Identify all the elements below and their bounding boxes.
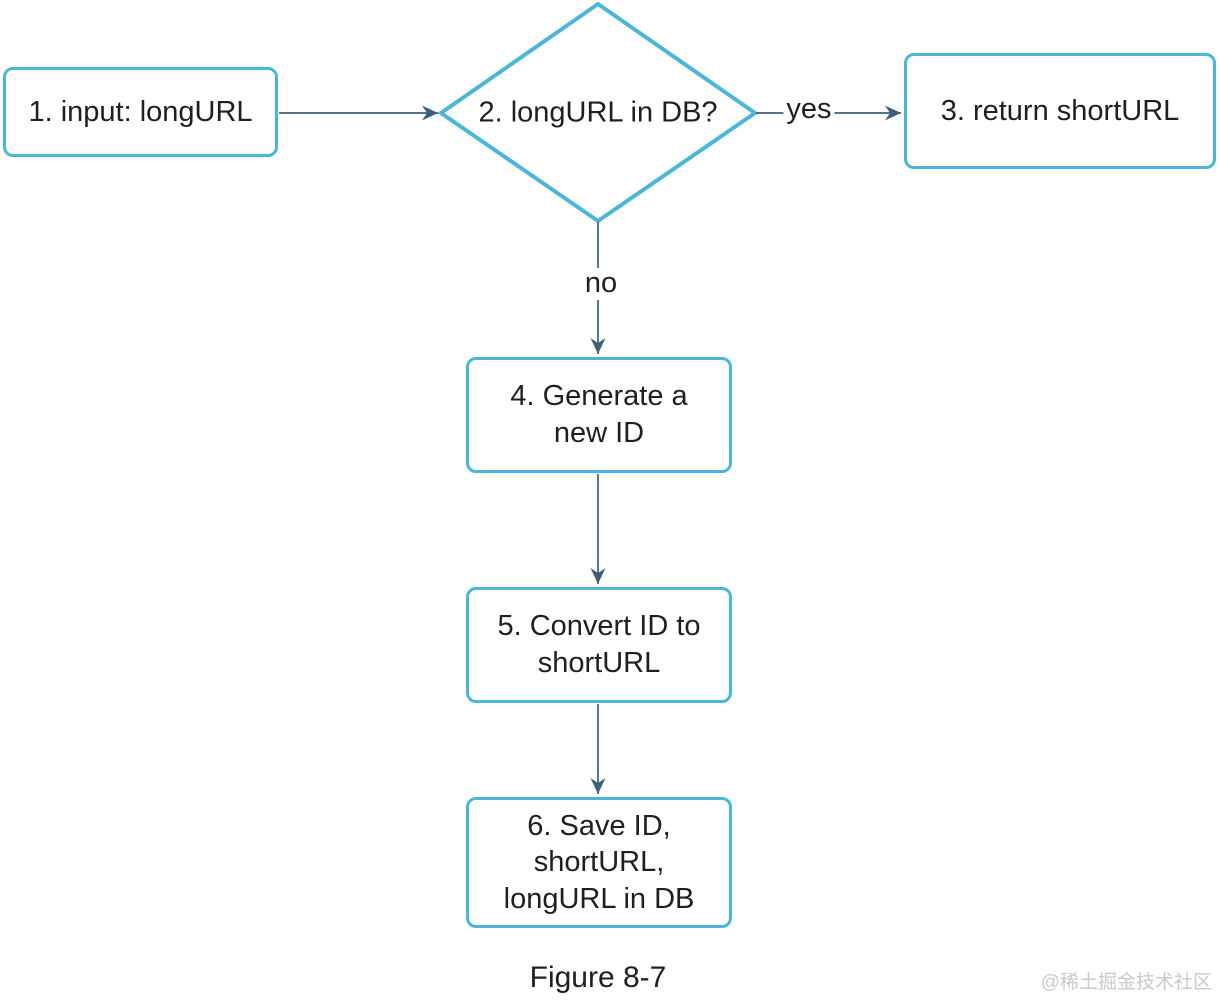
- watermark-text: @稀土掘金技术社区: [1040, 972, 1212, 993]
- edge-label-no: no: [581, 267, 621, 300]
- node-convert-id-to-shorturl: 5. Convert ID to shortURL: [466, 587, 732, 703]
- decision-diamond-shape: [437, 1, 759, 224]
- node-decision-longurl-in-db: 2. longURL in DB?: [478, 96, 718, 129]
- node-input-longurl: 1. input: longURL: [3, 67, 278, 157]
- node-return-shorturl: 3. return shortURL: [904, 53, 1216, 169]
- node-generate-new-id: 4. Generate a new ID: [466, 357, 732, 473]
- node-save-to-db: 6. Save ID, shortURL, longURL in DB: [466, 797, 732, 928]
- figure-caption: Figure 8-7: [529, 961, 667, 994]
- edge-label-yes: yes: [783, 93, 835, 126]
